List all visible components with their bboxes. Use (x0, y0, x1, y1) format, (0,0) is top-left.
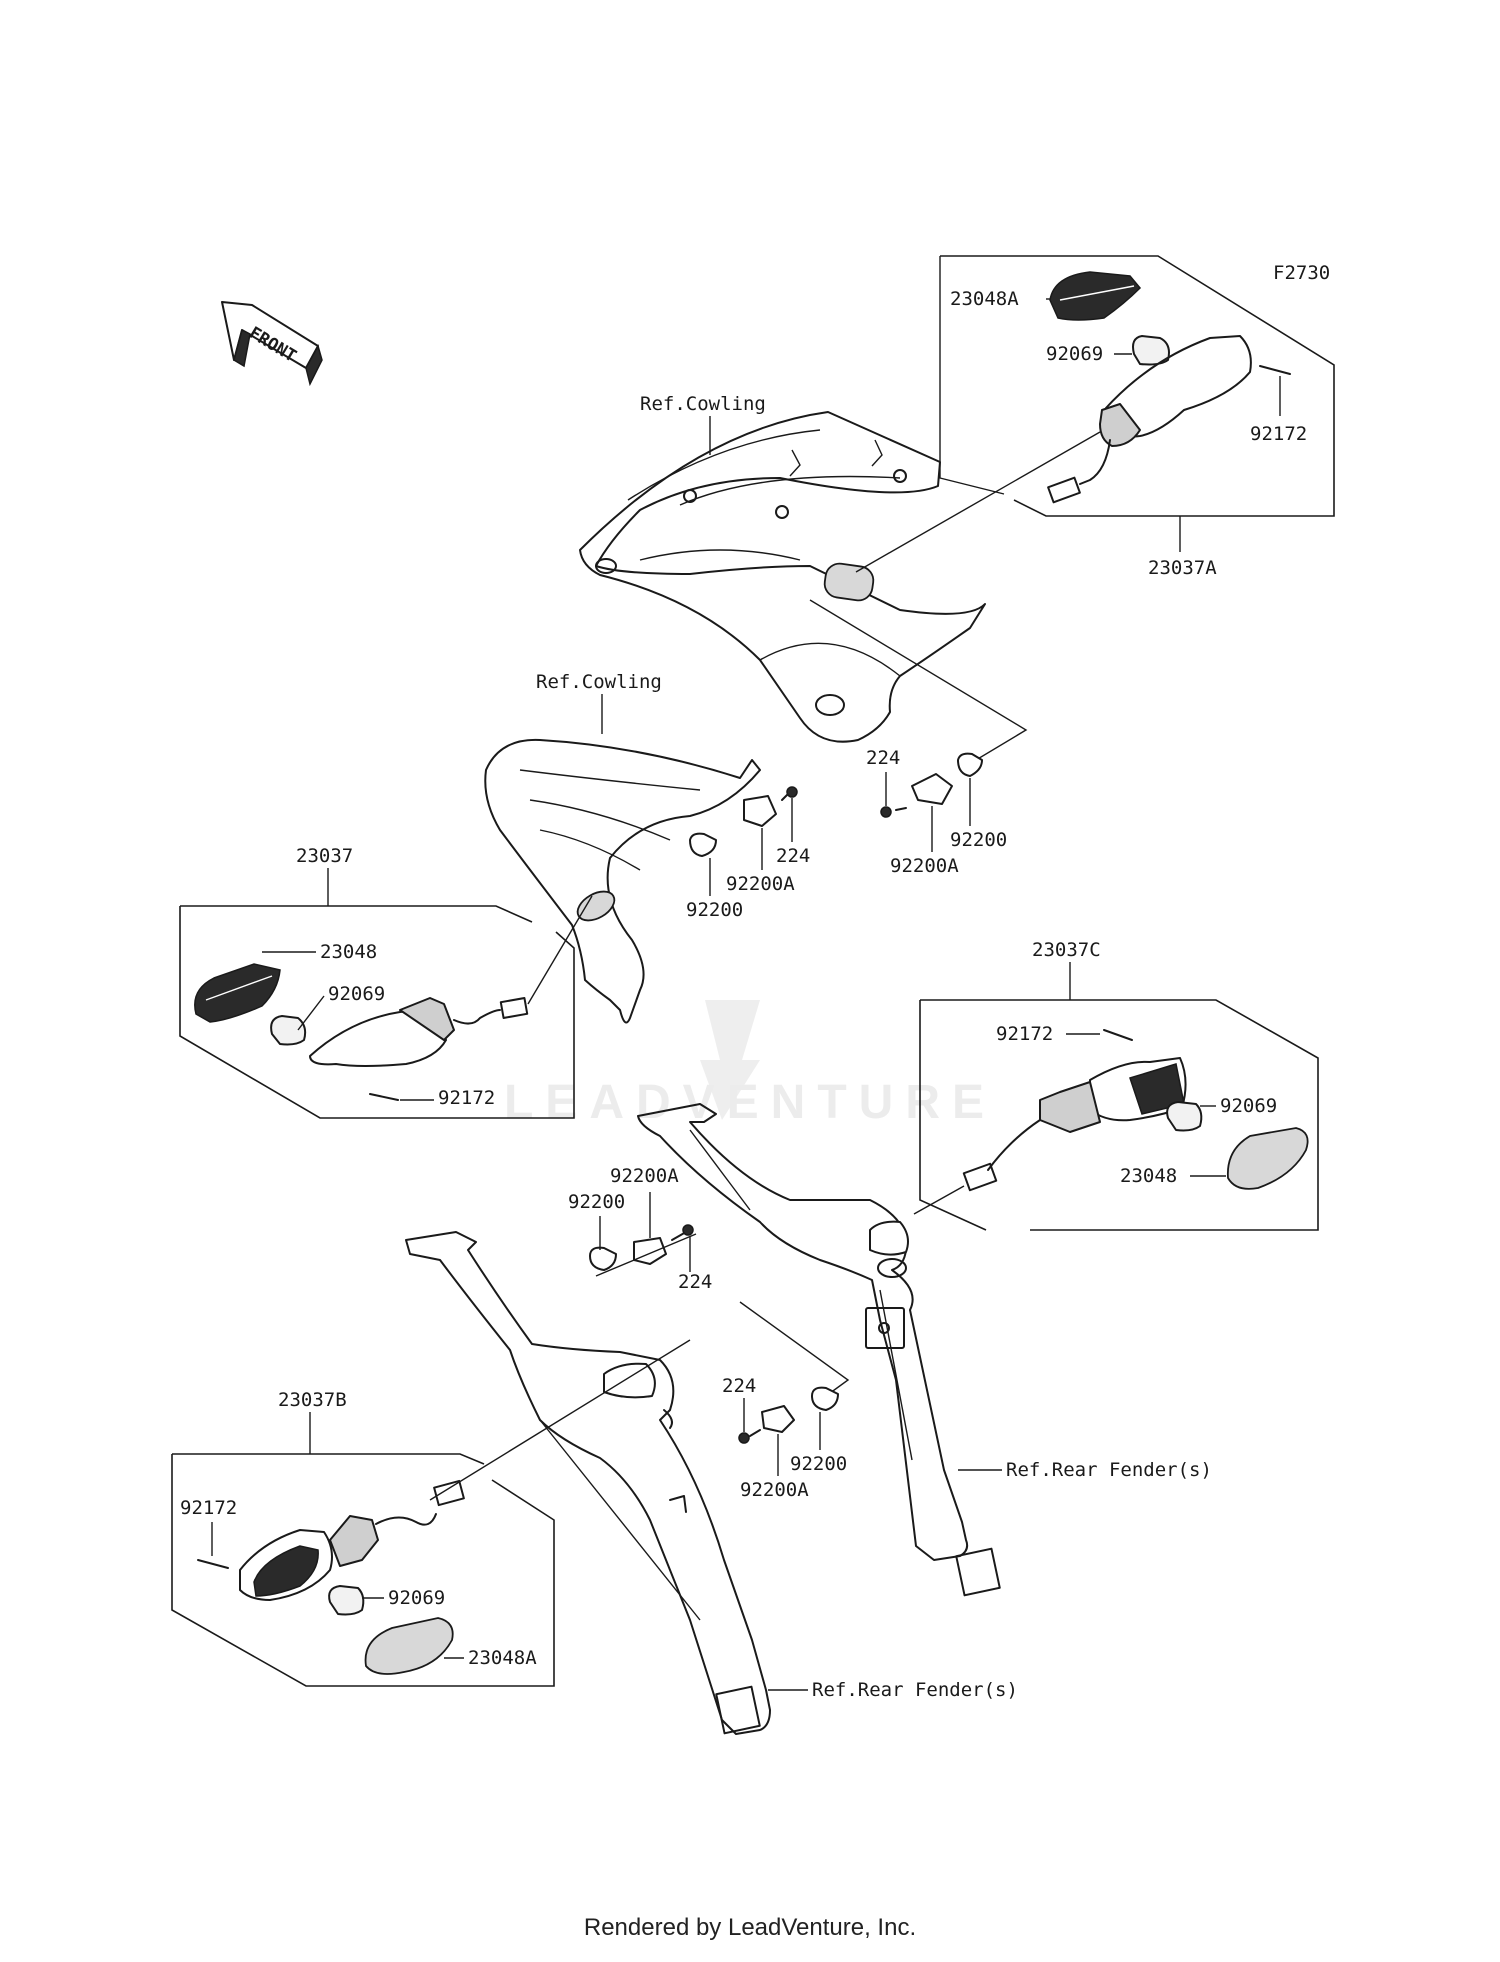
front-arrow-icon: FRONT (221, 301, 323, 387)
rear-left-part-label: 23037B (278, 1389, 347, 1411)
rear-right-part-label: 23037C (1032, 939, 1101, 961)
assembly-front-left: 23037 23048 92069 92172 (179, 845, 593, 1119)
front-right-part-label: 23037A (1148, 557, 1217, 579)
mount-rear-left: 92200A 92200 224 (568, 1165, 712, 1293)
mount-front-left: 224 92200A 92200 (686, 786, 810, 921)
front-left-screw-label: 92172 (438, 1087, 495, 1109)
rear-right-lens-label: 23048 (1120, 1165, 1177, 1187)
watermark: LEADVENTURE (504, 1000, 996, 1129)
assembly-rear-right: 23037C 92172 92069 23048 (913, 939, 1319, 1231)
front-left-bolt-label: 224 (776, 845, 810, 867)
front-right-bracket-label: 92200A (890, 855, 959, 877)
front-right-lens-label: 23048A (950, 288, 1019, 310)
front-right-bolt-label: 224 (866, 747, 900, 769)
rear-right-plate-label: 92200 (790, 1453, 847, 1475)
rear-right-bracket-label: 92200A (740, 1479, 809, 1501)
rear-fender-right (637, 1103, 1001, 1597)
rear-fender-left (405, 1231, 771, 1735)
front-right-screw-label: 92172 (1250, 423, 1307, 445)
mount-front-right: 224 92200 92200A (809, 599, 1028, 877)
front-left-bracket-label: 92200A (726, 873, 795, 895)
rear-left-plate-label: 92200 (568, 1191, 625, 1213)
rear-right-bolt-label: 224 (722, 1375, 756, 1397)
rear-right-screw-label: 92172 (996, 1023, 1053, 1045)
ref-rear-fender-left-label: Ref.Rear Fender(s) (812, 1679, 1018, 1701)
diagram-code: F2730 (1273, 262, 1330, 284)
ref-rear-fender-right-label: Ref.Rear Fender(s) (1006, 1459, 1212, 1481)
mount-rear-right: 224 92200 92200A (722, 1301, 850, 1501)
front-left-part-label: 23037 (296, 845, 353, 867)
rear-left-lens-label: 23048A (468, 1647, 537, 1669)
ref-cowling-upper-label: Ref.Cowling (640, 393, 766, 415)
footer-credit: Rendered by LeadVenture, Inc. (583, 1914, 917, 1941)
rear-left-bolt-label: 224 (678, 1271, 712, 1293)
front-left-lens-label: 23048 (320, 941, 377, 963)
front-right-plate-label: 92200 (950, 829, 1007, 851)
watermark-text: LEADVENTURE (504, 1076, 996, 1129)
assembly-front-right: 23048A 92069 92172 23037A (855, 255, 1335, 579)
rear-left-bracket-label: 92200A (610, 1165, 679, 1187)
rear-left-screw-label: 92172 (180, 1497, 237, 1519)
ref-cowling-lower-label: Ref.Cowling (536, 671, 662, 693)
upper-cowling (579, 411, 986, 743)
front-right-bulb-label: 92069 (1046, 343, 1103, 365)
front-left-plate-label: 92200 (686, 899, 743, 921)
lower-cowling (484, 738, 761, 1024)
rear-left-bulb-label: 92069 (388, 1587, 445, 1609)
front-left-bulb-label: 92069 (328, 983, 385, 1005)
assembly-rear-left: 23037B 92172 92069 23048A (171, 1339, 691, 1687)
rear-right-bulb-label: 92069 (1220, 1095, 1277, 1117)
